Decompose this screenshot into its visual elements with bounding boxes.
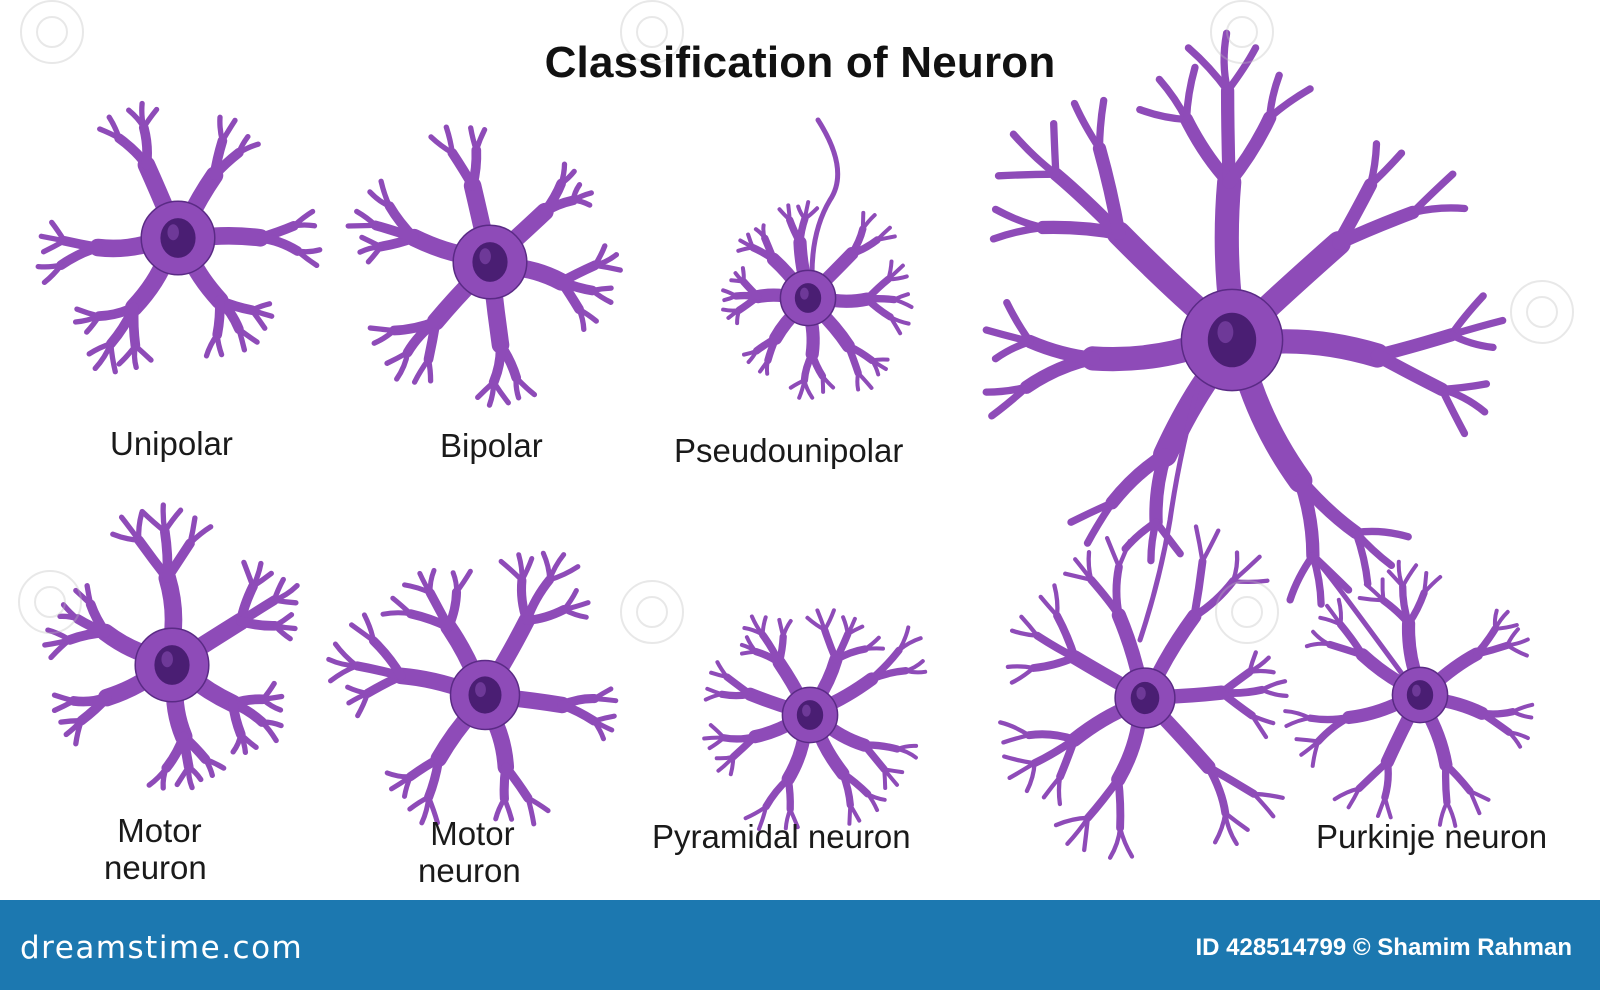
neuron-pyramidal-nucleus [797, 700, 823, 730]
neuron-motor-2-nucleus [469, 676, 502, 713]
neuron-motor-2 [329, 553, 616, 824]
label-unipolar: Unipolar [110, 425, 233, 463]
footer-bar: dreamstime.com ID 428514799 © Shamim Rah… [0, 900, 1600, 990]
footer-credit: ID 428514799 © Shamim Rahman [1195, 934, 1572, 962]
neuron-bottom-right-1 [1000, 527, 1286, 858]
label-motor-neuron-1-line1: Motor [112, 812, 207, 849]
label-motor-neuron-2: Motor neuron [418, 815, 521, 889]
label-bipolar: Bipolar [440, 427, 543, 465]
label-pyramidal-neuron: Pyramidal neuron [652, 818, 911, 856]
neuron-pseudounipolar-axon [812, 120, 838, 274]
label-purkinje-neuron: Purkinje neuron [1316, 818, 1547, 856]
neuron-large-multipolar-nucleus [1208, 313, 1256, 368]
neuron-motor-1 [45, 505, 297, 788]
watermark-spiral-icon [18, 570, 82, 634]
neuron-pyramidal [704, 610, 925, 829]
label-motor-neuron-2-line1: Motor [424, 815, 521, 852]
footer-brand[interactable]: dreamstime.com [20, 930, 303, 966]
label-motor-neuron-1: Motor neuron [104, 812, 207, 886]
label-motor-neuron-2-line2: neuron [418, 852, 521, 889]
diagram-title: Classification of Neuron [0, 38, 1600, 88]
neuron-purkinje-nucleus [1407, 680, 1433, 710]
neuron-bottom-right-1-nucleus [1131, 682, 1160, 714]
watermark-spiral-icon [620, 580, 684, 644]
watermark-spiral-icon [1215, 580, 1279, 644]
watermark-spiral-icon [1510, 280, 1574, 344]
neuron-motor-1-nucleus [154, 645, 189, 685]
neuron-unipolar [38, 104, 320, 372]
neuron-pseudounipolar-nucleus [795, 283, 821, 313]
neuron-unipolar-nucleus [160, 218, 195, 258]
neuron-bipolar-nucleus [472, 242, 507, 282]
label-motor-neuron-1-line2: neuron [104, 849, 207, 886]
neuron-bipolar [348, 127, 620, 405]
neuron-diagram: Classification of Neuron Unipolar Bipola… [0, 0, 1600, 900]
label-pseudounipolar: Pseudounipolar [674, 432, 903, 470]
neuron-large-multipolar [986, 33, 1502, 640]
neuron-pseudounipolar [723, 120, 911, 398]
